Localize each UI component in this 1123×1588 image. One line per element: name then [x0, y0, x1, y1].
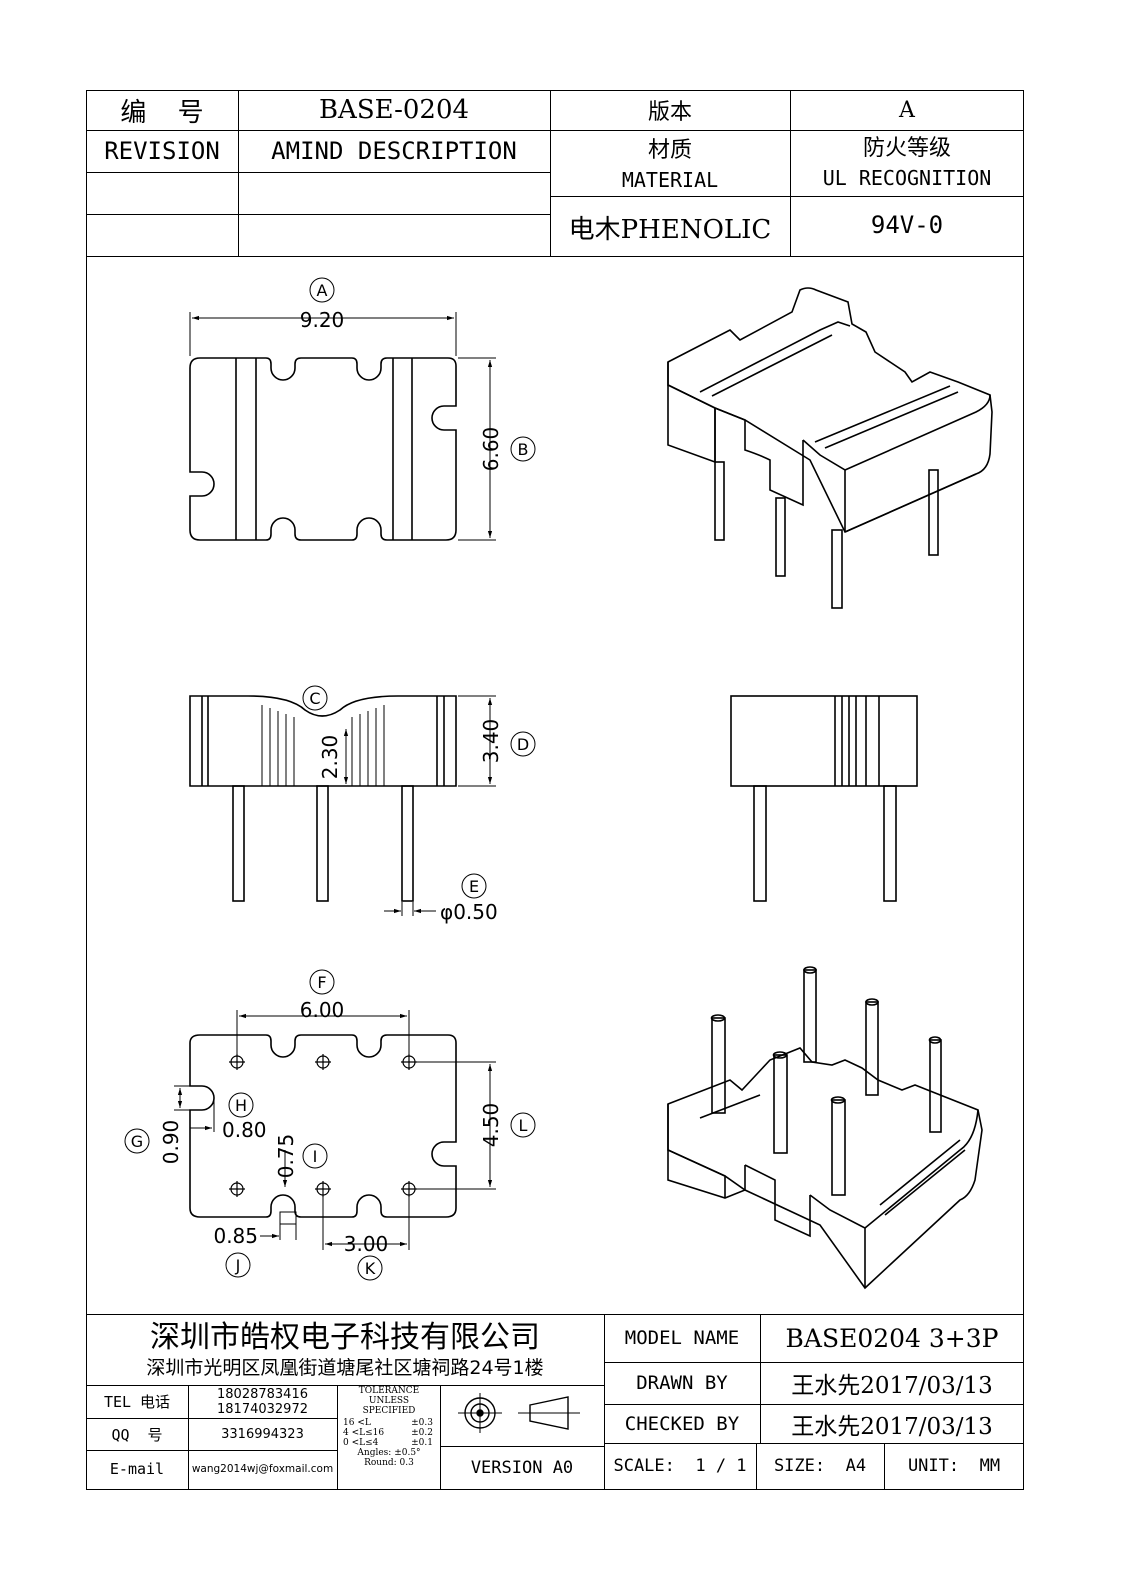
- tel-value-2: 18174032972: [217, 1402, 308, 1417]
- tolerance-angles: Angles: ±0.5°: [357, 1448, 421, 1458]
- scale-field: SCALE: 1 / 1: [613, 1456, 747, 1476]
- tolerance-row: 0 <L≤4±0.1: [343, 1438, 433, 1448]
- dim-a-value: 9.20: [300, 308, 345, 332]
- dim-g-value: 0.90: [159, 1120, 183, 1165]
- letter-g: G: [131, 1132, 143, 1151]
- dim-k-value: 3.00: [344, 1232, 389, 1256]
- letter-j: J: [235, 1256, 241, 1275]
- version-label: 版本: [647, 100, 692, 125]
- material-label-cn: 材质: [647, 138, 692, 163]
- letter-a: A: [317, 281, 328, 300]
- tolerance-block: TOLERANCE UNLESS SPECIFIED 16 <L±0.3 4 <…: [339, 1386, 439, 1489]
- company-address: 深圳市光明区凤凰街道塘尾社区塘祠路24号1楼: [146, 1356, 544, 1379]
- tel-values: 18028783416 18174032972: [188, 1386, 337, 1418]
- tolerance-round: Round: 0.3: [364, 1458, 414, 1468]
- tolerance-head-2: UNLESS: [368, 1396, 410, 1406]
- tolerance-row: 4 <L≤16±0.2: [343, 1428, 433, 1438]
- iso-view-lower: [667, 966, 983, 1290]
- qq-value: 3316994323: [221, 1426, 304, 1442]
- letter-b: B: [518, 440, 529, 459]
- letter-i: I: [313, 1147, 318, 1166]
- letter-h: H: [235, 1096, 247, 1115]
- model-name-label: MODEL NAME: [624, 1327, 740, 1349]
- version-value: A: [899, 97, 915, 123]
- dim-f-value: 6.00: [300, 998, 345, 1022]
- checked-by-value: 王水先2017/03/13: [791, 1413, 993, 1440]
- number-value: BASE-0204: [318, 95, 470, 125]
- email-label: E-mail: [109, 1460, 165, 1478]
- dim-b-value: 6.60: [479, 427, 503, 472]
- dim-i-value: 0.75: [274, 1134, 298, 1179]
- projection-symbol: [458, 1393, 580, 1433]
- number-label: 编 号: [120, 97, 204, 128]
- dim-b: [458, 357, 536, 541]
- letter-d: D: [517, 735, 529, 754]
- model-name-value: BASE0204 3+3P: [785, 1323, 999, 1353]
- material-label-en: MATERIAL: [621, 168, 719, 192]
- company-name: 深圳市皓权电子科技有限公司: [150, 1320, 540, 1355]
- tel-label: TEL 电话: [103, 1393, 171, 1411]
- drawn-by-value: 王水先2017/03/13: [791, 1373, 993, 1399]
- revision-label: REVISION: [104, 137, 220, 165]
- tel-value-1: 18028783416: [217, 1387, 308, 1402]
- dim-a: [189, 277, 457, 356]
- dim-l-value: 4.50: [479, 1103, 503, 1148]
- letter-f: F: [317, 973, 326, 992]
- email-value: wang2014wj@foxmail.com: [191, 1463, 334, 1475]
- dim-c-value: 2.30: [318, 735, 342, 780]
- drawn-by-label: DRAWN BY: [636, 1372, 728, 1394]
- size-field: SIZE: A4: [773, 1456, 867, 1476]
- dim-d-value: 3.40: [479, 719, 503, 764]
- tolerance-head-3: SPECIFIED: [362, 1406, 416, 1416]
- letter-k: K: [365, 1259, 376, 1278]
- front-view: [189, 695, 457, 902]
- dim-c-d: [302, 685, 536, 787]
- material-value: 电木PHENOLIC: [568, 214, 772, 245]
- drawing-frame: [86, 90, 1024, 1490]
- top-view: [189, 357, 457, 541]
- letter-e: E: [469, 877, 479, 896]
- side-view: [730, 695, 918, 902]
- tolerance-row: 16 <L±0.3: [343, 1418, 433, 1428]
- qq-label: QQ 号: [111, 1425, 163, 1444]
- version-field: VERSION A0: [470, 1458, 574, 1478]
- letter-l: L: [519, 1116, 528, 1135]
- iso-view-upper: [667, 287, 993, 609]
- dim-bottom: [124, 969, 536, 1281]
- dim-h-value: 0.80: [222, 1118, 267, 1142]
- tolerance-head-1: TOLERANCE: [358, 1386, 420, 1396]
- ul-label-cn: 防火等级: [862, 136, 951, 161]
- bottom-view: [189, 1034, 457, 1218]
- dim-e: [384, 873, 487, 916]
- checked-by-label: CHECKED BY: [624, 1412, 740, 1435]
- letter-c: C: [309, 689, 320, 708]
- dim-e-value: φ0.50: [440, 900, 498, 924]
- ul-value: 94V-0: [870, 211, 944, 239]
- amind-label: AMIND DESCRIPTION: [271, 137, 517, 165]
- dim-j-value: 0.85: [213, 1224, 258, 1248]
- unit-field: UNIT: MM: [907, 1456, 1001, 1476]
- ul-label-en: UL RECOGNITION: [822, 166, 992, 190]
